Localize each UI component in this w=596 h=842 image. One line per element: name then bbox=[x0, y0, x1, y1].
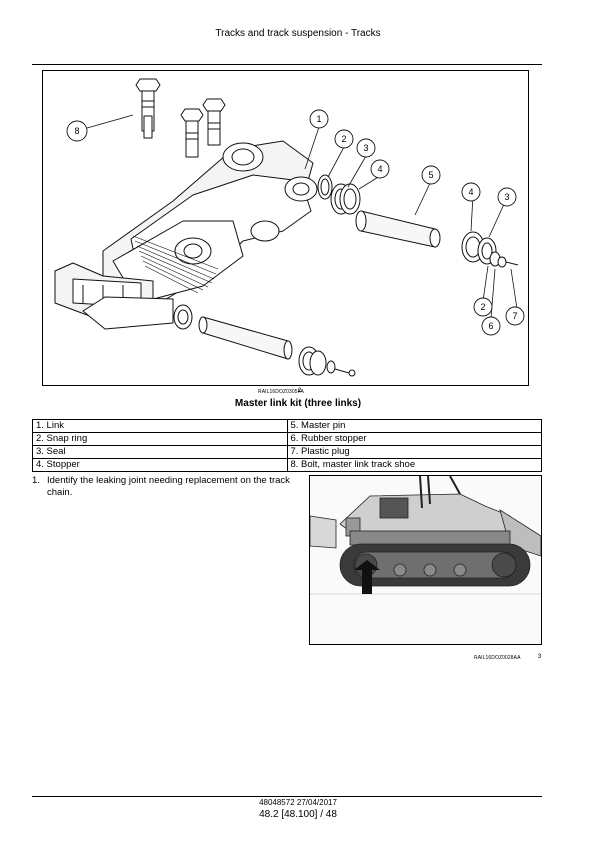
master-pin-parts bbox=[173, 174, 519, 377]
table-cell: 4. Stopper bbox=[32, 458, 288, 472]
table-row: 2. Snap ring 6. Rubber stopper bbox=[32, 432, 542, 446]
procedure-step: 1. Identify the leaking joint needing re… bbox=[32, 475, 292, 499]
step-number: 1. bbox=[32, 475, 40, 486]
footer-divider bbox=[32, 796, 542, 797]
figure2-image-id: RAIL16DOZ0028AA bbox=[474, 655, 521, 661]
bolt-illustration bbox=[135, 78, 226, 158]
page-header-title: Tracks and track suspension - Tracks bbox=[215, 28, 381, 39]
header-divider bbox=[32, 64, 542, 65]
footer-doc-id: 48048572 27/04/2017 bbox=[259, 798, 337, 807]
callout-2: 2 bbox=[480, 302, 485, 312]
callout-5: 5 bbox=[428, 170, 433, 180]
table-cell: 5. Master pin bbox=[286, 419, 542, 433]
table-cell: 1. Link bbox=[32, 419, 288, 433]
callout-3: 3 bbox=[504, 192, 509, 202]
callout-8: 8 bbox=[74, 126, 79, 136]
table-row: 1. Link 5. Master pin bbox=[32, 419, 542, 433]
table-row: 3. Seal 7. Plastic plug bbox=[32, 445, 542, 459]
callout-3: 3 bbox=[363, 143, 368, 153]
parts-table: 1. Link 5. Master pin 2. Snap ring 6. Ru… bbox=[32, 419, 542, 472]
callout-6: 6 bbox=[488, 321, 493, 331]
table-cell: 8. Bolt, master link track shoe bbox=[286, 458, 542, 472]
callout-7: 7 bbox=[512, 311, 517, 321]
callout-1: 1 bbox=[316, 114, 321, 124]
figure1-title: Master link kit (three links) bbox=[234, 398, 362, 409]
table-cell: 6. Rubber stopper bbox=[286, 432, 542, 446]
figure1-number: 2 bbox=[298, 388, 302, 394]
callout-4: 4 bbox=[377, 164, 382, 174]
table-row: 4. Stopper 8. Bolt, master link track sh… bbox=[32, 458, 542, 472]
dozer-track-photo bbox=[309, 475, 542, 645]
figure2-number: 3 bbox=[538, 654, 542, 660]
table-cell: 7. Plastic plug bbox=[286, 445, 542, 459]
table-cell: 3. Seal bbox=[32, 445, 288, 459]
track-link-assembly bbox=[54, 140, 318, 330]
figure1-image-id: RAIL16DOZ0305FA bbox=[258, 389, 304, 395]
master-link-kit-illustration: 8 1 2 3 4 5 4 3 2 6 7 bbox=[42, 70, 529, 386]
callout-4: 4 bbox=[468, 187, 473, 197]
step-text: Identify the leaking joint needing repla… bbox=[47, 475, 290, 498]
footer-page-number: 48.2 [48.100] / 48 bbox=[259, 809, 337, 820]
table-cell: 2. Snap ring bbox=[32, 432, 288, 446]
leak-location-arrow-icon bbox=[354, 560, 380, 594]
callout-2: 2 bbox=[341, 134, 346, 144]
